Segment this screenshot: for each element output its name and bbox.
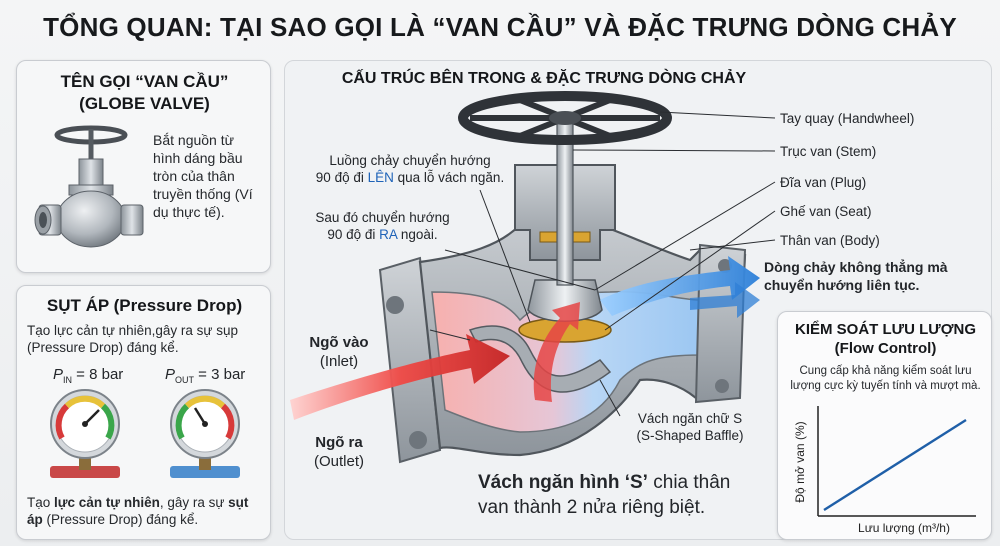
pressure-bottom-part5: (Pressure Drop) đáng kể. [42,512,199,527]
outlet-label-line2: (Outlet) [313,453,364,470]
note-redirect-out-line2: 90 độ đi RA ngoài. [305,226,460,243]
pressure-bottom-part4: sụt áp [27,495,249,527]
outlet-flow-arrow-icon [600,256,760,316]
pressure-gauges-illustration [50,389,240,478]
p-in-symbol: P [53,366,64,383]
pressure-bottom-part2: lực cản tự nhiên [54,495,160,510]
diagram-section-title: CẤU TRÚC BÊN TRONG & ĐẶC TRƯNG DÒNG CHẢY [341,70,747,87]
pressure-bottom-part3: , gây ra sự [159,495,229,510]
part-label-stem: Trục van (Stem) [780,144,877,159]
chart-series-line [823,418,967,512]
baffle-label-line1: Vách ngăn chữ S [637,411,743,426]
part-label-handwheel: Tay quay (Handwheel) [780,111,915,126]
name-card-text: Bắt nguồn từ hình dáng bầu tròn của thân… [153,132,253,220]
pressure-card-text-bottom: Tạo lực cản tự nhiên, gây ra sự sụt áp (… [27,494,267,528]
flow-control-card: KIỂM SOÁT LƯU LƯỢNG (Flow Control) Cung … [777,311,992,540]
flow-note: Dòng chảy không thẳng mà chuyển hướng li… [764,258,948,294]
part-leader-lines [429,111,776,417]
part-label-plug: Đĩa van (Plug) [780,175,867,190]
handwheel-icon [458,91,672,145]
gauge-in-icon [50,389,120,478]
flow-card-title-line1: KIỂM SOÁT LƯU LƯỢNG [794,321,976,338]
upflow-arrow-icon [533,302,580,402]
baffle-big-note-line2: van thành 2 nửa riêng biệt. [478,497,706,518]
name-card-title-line1: TÊN GỌI “VAN CẦU” [60,72,229,91]
gauge-out-icon [170,389,240,478]
note-redirect-up-line2c: qua lỗ vách ngăn. [393,170,505,185]
name-card-title: TÊN GỌI “VAN CẦU” (GLOBE VALVE) [17,71,272,115]
inlet-flow-arrow-icon [290,334,510,420]
note-redirect-up-line1: Luồng chảy chuyển hướng [329,153,491,168]
inlet-label-line2: (Inlet) [319,353,359,370]
baffle-big-note-rest: chia thân [647,472,731,493]
flow-card-text-line2: lượng cực kỳ tuyến tính và mượt mà. [790,380,981,392]
p-out-label: POUT = 3 bar [165,366,245,389]
note-redirect-out-line2a: 90 độ đi [327,227,380,242]
flow-chart: Lưu lượng (m³/h) Độ mở van (%) [793,406,976,535]
p-out-value: = 3 bar [194,366,246,383]
s-baffle-icon [468,325,612,393]
name-card: TÊN GỌI “VAN CẦU” (GLOBE VALVE) Bắt nguồ… [16,60,271,273]
baffle-big-note-bold: Vách ngăn hình ‘S’ [478,472,648,493]
valve-cutaway-illustration [290,91,776,464]
note-redirect-up-line2a: 90 độ đi [315,170,368,185]
page-title: TỔNG QUAN: TẠI SAO GỌI LÀ “VAN CẦU” VÀ Đ… [43,12,957,42]
p-out-sub: OUT [175,375,195,385]
note-redirect-out-line2b: RA [379,227,398,242]
note-redirect-out-line2c: ngoài. [397,227,438,242]
pressure-card-text-top: Tạo lực cản tự nhiên,gây ra sự sụp (Pres… [27,323,238,355]
note-redirect-up: Luồng chảy chuyển hướng 90 độ đi LÊN qua… [305,152,515,186]
part-label-body: Thân van (Body) [780,233,880,248]
flow-note-line1: Dòng chảy không thẳng mà [764,259,948,275]
p-in-label: PIN = 8 bar [53,366,123,389]
flow-card-title-line2: (Flow Control) [834,340,937,357]
note-redirect-out-line1: Sau đó chuyển hướng [315,210,450,225]
inlet-label: Ngõ vào (Inlet) [304,333,374,371]
baffle-label-line2: (S-Shaped Baffle) [636,428,744,443]
inlet-label-line1: Ngõ vào [309,334,369,351]
outlet-label-line1: Ngõ ra [315,434,363,451]
globe-valve-illustration [34,125,144,248]
note-redirect-up-line2b: LÊN [367,170,394,185]
p-in-sub: IN [63,375,73,385]
outlet-label: Ngõ ra (Outlet) [304,433,374,471]
baffle-big-note: Vách ngăn hình ‘S’ chia thân van thành 2… [478,470,730,520]
p-out-symbol: P [165,366,176,383]
baffle-label: Vách ngăn chữ S (S-Shaped Baffle) [620,410,760,444]
flow-card-text: Cung cấp khả năng kiểm soát lưu lượng cự… [784,364,987,394]
pressure-card-title: SỤT ÁP (Pressure Drop) [46,296,243,315]
chart-x-label: Lưu lượng (m³/h) [858,521,950,535]
part-label-seat: Ghế van (Seat) [780,204,872,219]
pressure-card: SỤT ÁP (Pressure Drop) Tạo lực cản tự nh… [16,285,271,540]
note-redirect-up-line2: 90 độ đi LÊN qua lỗ vách ngăn. [305,169,515,186]
flow-note-line2: chuyển hướng liên tục. [764,277,920,293]
baffle-big-note-line1: Vách ngăn hình ‘S’ chia thân [478,470,730,495]
chart-y-label: Độ mở van (%) [793,421,807,502]
pressure-bottom-part1: Tạo [27,495,55,510]
note-redirect-out: Sau đó chuyển hướng 90 độ đi RA ngoài. [305,209,460,243]
flow-card-text-line1: Cung cấp khả năng kiểm soát lưu [799,365,972,377]
name-card-title-line2: (GLOBE VALVE) [79,94,210,113]
p-in-value: = 8 bar [72,366,124,383]
flow-card-title: KIỂM SOÁT LƯU LƯỢNG (Flow Control) [778,320,993,358]
